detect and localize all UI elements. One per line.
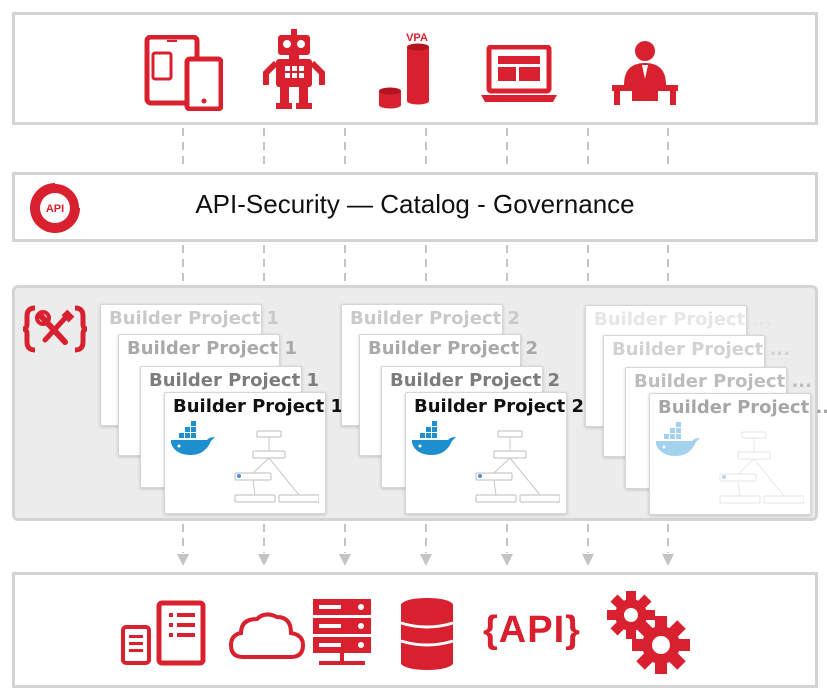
builder-project-card[interactable]: Builder Project 1 (164, 392, 343, 514)
builder-project-label: Builder Project 1 (149, 370, 319, 391)
vpa-assistant-icon: VPA (379, 32, 429, 109)
flow-preview-thumbnail (656, 422, 804, 504)
governance-title: API-Security — Catalog - Governance (195, 189, 635, 219)
server-tower-icon (121, 600, 206, 666)
client-channels-layer: VPA (12, 12, 818, 125)
flow-preview-thumbnail (171, 421, 319, 503)
laptop-icon (481, 45, 557, 102)
database-icon (400, 598, 454, 670)
robot-icon (263, 29, 325, 109)
builder-project-label: Builder Project ... (594, 309, 772, 330)
flow-preview-thumbnail (412, 421, 560, 503)
builder-project-label: Builder Project 2 (350, 308, 520, 329)
docker-whale-icon (171, 421, 215, 455)
user-at-desk-icon (612, 41, 678, 105)
builder-project-card[interactable]: Builder Project 2 (405, 392, 584, 514)
builder-project-label: Builder Project 2 (390, 370, 560, 391)
builder-project-label: Builder Project 2 (414, 396, 584, 417)
tablet-phone-icon (144, 35, 223, 111)
api-braces-icon: {API} (483, 609, 581, 651)
server-rack-icon (313, 599, 371, 665)
builder-projects-layer: Builder Project 1 Builder Project 1 Builde… (12, 285, 827, 521)
builder-project-label: Builder Project 1 (173, 396, 343, 417)
vpa-label: VPA (406, 32, 428, 44)
builder-project-label: Builder Project ... (658, 397, 827, 418)
builder-project-label: Builder Project 1 (127, 338, 297, 359)
api-badge-label: API (46, 203, 64, 215)
governance-layer: API API-Security — Catalog - Governance (12, 172, 818, 242)
api-cycle-badge-icon: API (30, 182, 81, 233)
cloud-icon (229, 612, 305, 659)
builder-project-label: Builder Project ... (634, 371, 812, 392)
builder-project-card[interactable]: Builder Project ... (649, 393, 827, 515)
builder-project-label: Builder Project 1 (109, 308, 279, 329)
docker-whale-icon (412, 421, 456, 455)
backend-services-layer: {API} (12, 572, 818, 688)
build-tools-icon (23, 305, 87, 353)
builder-project-label: Builder Project ... (612, 339, 790, 360)
builder-project-label: Builder Project 2 (368, 338, 538, 359)
gears-icon (607, 591, 690, 674)
docker-whale-icon (656, 422, 700, 456)
